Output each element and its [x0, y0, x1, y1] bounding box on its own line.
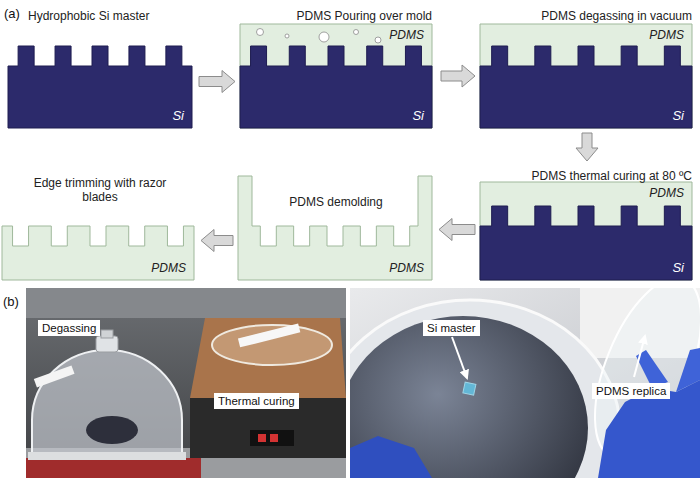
silicon-body [480, 46, 692, 128]
step-heading: PDMS degassing in vacuum [541, 9, 692, 23]
material-label: PDMS [649, 28, 684, 42]
material-label: Si [672, 109, 684, 123]
panel-letter: (b) [3, 295, 19, 309]
pdms-layer: Si PDMS [480, 182, 692, 280]
silicon-master: Si [8, 46, 192, 128]
pdms-layer: Si PDMS [240, 24, 432, 128]
label-holder: Degassing [38, 318, 100, 336]
desiccator-dome [32, 350, 182, 458]
process-step: PDMS PDMS demolding [236, 164, 436, 282]
process-step: Si PDMS PDMS thermal curing at 80 ºC [478, 164, 696, 282]
air-bubble [319, 32, 329, 42]
photo-callout: Si master [423, 320, 480, 336]
hot-plate-display [250, 430, 294, 446]
shape-outline [8, 46, 192, 128]
label-holder: (a) [4, 4, 20, 22]
silicon-body [240, 46, 432, 128]
display-digit [258, 434, 266, 442]
process-arrow [439, 219, 475, 241]
shape-outline [480, 206, 692, 280]
pdms-layer: PDMS [238, 176, 432, 280]
step-heading: PDMS Pouring over mold [297, 9, 432, 23]
process-step: Si Hydrophobic Si master [4, 2, 196, 130]
hood-wall [26, 288, 346, 318]
petri-dish [350, 300, 620, 478]
label-holder: PDMS replica [592, 381, 670, 399]
glove-finger [676, 348, 700, 392]
step-heading: PDMS thermal curing at 80 ºC [532, 169, 692, 183]
shape-outline [480, 46, 692, 128]
si-master-chip [463, 382, 476, 395]
demolding-photo [350, 288, 700, 478]
photo-background [26, 288, 346, 478]
process-step: PDMS Edge trimming with razor blades [2, 164, 198, 282]
gloved-hand [350, 436, 432, 478]
material-label: PDMS [649, 186, 684, 200]
silicon-body [8, 46, 192, 128]
shape-outline [240, 46, 432, 128]
photo-callout: PDMS replica [592, 383, 670, 399]
silicon-master: Si [480, 206, 692, 280]
silicon-body [480, 206, 692, 280]
leader-arrow [452, 337, 467, 378]
process-arrow [199, 71, 235, 93]
label-holder: (b) [3, 292, 19, 310]
leader-arrow [634, 336, 645, 377]
air-bubble [285, 34, 289, 38]
desiccator-base [26, 458, 201, 478]
pdms-layer: Si PDMS [480, 24, 692, 128]
air-bubble [354, 30, 359, 35]
pdms-body [2, 226, 194, 280]
material-label: PDMS [389, 261, 424, 275]
process-arrow [441, 65, 475, 87]
degassing-curing-photo [26, 288, 346, 478]
pdms-body [240, 24, 432, 128]
process-step: Si PDMS PDMS degassing in vacuum [478, 2, 696, 130]
process-arrow [576, 133, 598, 161]
step-heading: Edge trimming with razor blades [25, 176, 175, 204]
panel-letter: (a) [4, 7, 20, 21]
pdms-body [480, 24, 692, 128]
pdms-body [238, 176, 432, 280]
silicon-master: Si [480, 46, 692, 128]
desiccator-plate [28, 452, 186, 460]
material-label: Si [672, 261, 684, 275]
silicon-wafer [350, 316, 588, 478]
photo-callout: Degassing [38, 320, 100, 336]
process-step: Si PDMS PDMS Pouring over mold [238, 2, 438, 130]
dish-tag [238, 324, 300, 348]
process-arrow [201, 230, 233, 252]
display-digit [270, 434, 278, 442]
air-bubble [375, 37, 381, 43]
material-label: PDMS [151, 261, 186, 275]
material-label: Si [412, 109, 424, 123]
silicon-master: Si [240, 46, 432, 128]
leader-arrows [452, 336, 645, 378]
mold-sample [86, 416, 138, 444]
step-heading: PDMS demolding [289, 195, 382, 209]
pdms-layer: PDMS [2, 226, 194, 280]
label-holder: Thermal curing [214, 391, 299, 409]
photo-callout: Thermal curing [214, 393, 299, 409]
material-label: Si [172, 109, 184, 123]
air-bubble [257, 29, 264, 36]
step-heading: Hydrophobic Si master [28, 9, 149, 23]
desiccator-valve [101, 330, 113, 338]
label-holder: Si master [423, 318, 480, 336]
desiccator-tag [34, 365, 75, 387]
hot-plate-surface [190, 318, 346, 398]
material-label: PDMS [389, 28, 424, 42]
pdms-body [480, 182, 692, 280]
